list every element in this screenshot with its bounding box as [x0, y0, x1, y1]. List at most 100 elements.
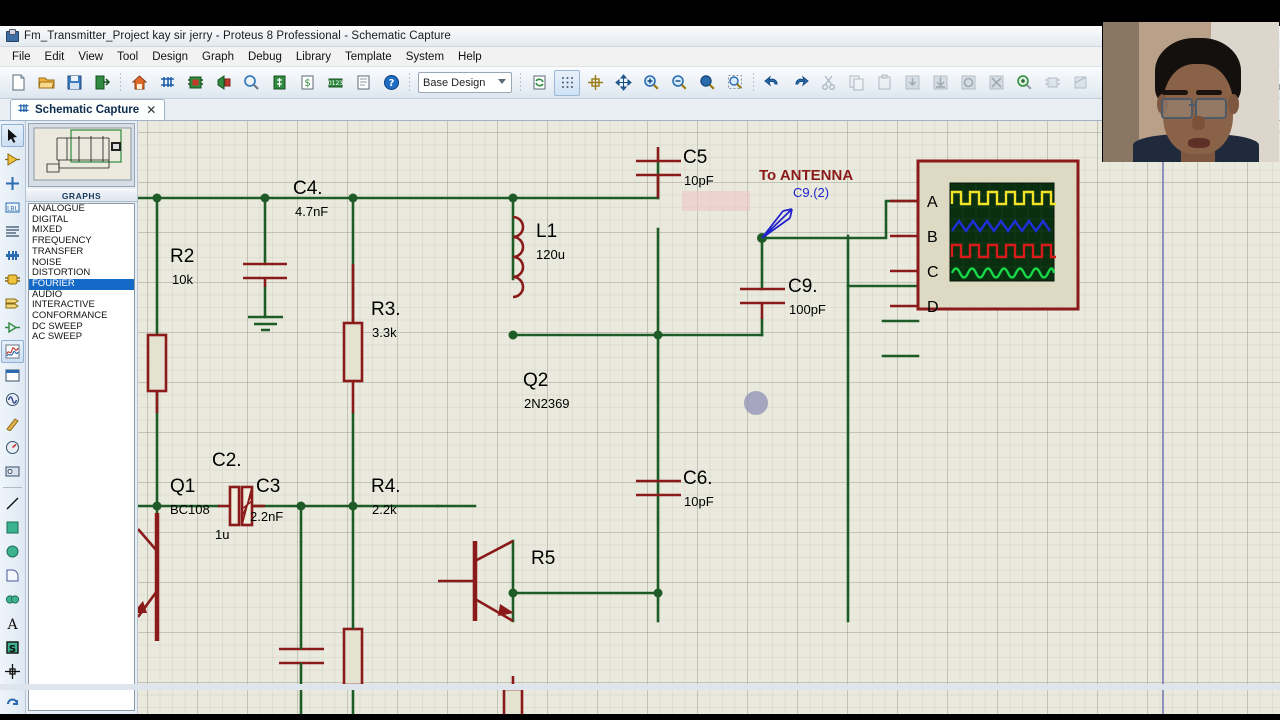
bill-of-materials-icon[interactable]	[266, 70, 292, 96]
subcircuit-icon[interactable]	[1, 268, 24, 291]
zoom-area-icon[interactable]	[722, 70, 748, 96]
selection-mode-icon[interactable]	[1, 124, 24, 147]
import-export-icon[interactable]	[89, 70, 115, 96]
origin-icon[interactable]	[582, 70, 608, 96]
copy-icon[interactable]	[843, 70, 869, 96]
design-select[interactable]: Base Design	[418, 72, 512, 93]
current-probe-icon[interactable]	[1, 436, 24, 459]
graph-item-noise[interactable]: NOISE	[32, 256, 62, 268]
design-explorer-icon[interactable]: $	[294, 70, 320, 96]
block-copy-icon[interactable]	[899, 70, 925, 96]
refresh-icon[interactable]	[526, 70, 552, 96]
device-pin-icon[interactable]	[1, 316, 24, 339]
graph-item-ac-sweep[interactable]: AC SWEEP	[32, 331, 83, 343]
2d-box-icon[interactable]	[1, 516, 24, 539]
component-mode-icon[interactable]	[1, 148, 24, 171]
close-icon[interactable]: ✕	[146, 103, 157, 117]
graph-mode-icon[interactable]	[1, 340, 24, 363]
pick-device-icon[interactable]	[1011, 70, 1037, 96]
pan-icon[interactable]	[610, 70, 636, 96]
component-value-c2: 1u	[215, 527, 230, 542]
graph-item-digital[interactable]: DIGITAL	[32, 213, 69, 225]
tape-recorder-icon[interactable]	[1, 364, 24, 387]
help-icon[interactable]: ?	[378, 70, 404, 96]
zoom-out-icon[interactable]	[666, 70, 692, 96]
graph-item-mixed[interactable]: MIXED	[32, 224, 63, 236]
schematic-overview-preview[interactable]	[28, 123, 135, 187]
2d-text-icon[interactable]: A	[1, 612, 24, 635]
net-tooltip: C9.(2)	[793, 185, 830, 200]
new-sheet-icon[interactable]	[5, 70, 31, 96]
redo-icon[interactable]	[787, 70, 813, 96]
2d-line-icon[interactable]	[1, 492, 24, 515]
virtual-instrument-icon[interactable]	[1, 460, 24, 483]
2d-circle-icon[interactable]	[1, 540, 24, 563]
sheet-boundary	[1162, 121, 1164, 714]
pcb-layout-icon[interactable]	[182, 70, 208, 96]
schematic-drawing	[138, 147, 1080, 714]
cut-icon[interactable]	[815, 70, 841, 96]
graph-item-fourier[interactable]: FOURIER	[29, 278, 134, 290]
2d-arc-icon[interactable]	[1, 564, 24, 587]
wire-label-icon[interactable]: LBL	[1, 196, 24, 219]
title-bar: Fm_Transmitter_Project kay sir jerry - P…	[0, 26, 1280, 47]
toggle-grid-icon[interactable]	[554, 69, 580, 96]
zoom-all-icon[interactable]	[694, 70, 720, 96]
bus-icon[interactable]	[1, 244, 24, 267]
main-toolbar: $ 0123 ? Base Design	[0, 67, 1280, 99]
voltage-probe-icon[interactable]	[1, 412, 24, 435]
graph-item-analogue[interactable]: ANALOGUE	[32, 203, 85, 214]
3d-visualizer-icon[interactable]	[210, 70, 236, 96]
graph-item-interactive[interactable]: INTERACTIVE	[32, 299, 95, 311]
zoom-in-icon[interactable]	[638, 70, 664, 96]
block-move-icon[interactable]	[927, 70, 953, 96]
menu-design[interactable]: Design	[152, 50, 188, 63]
workspace: LBL	[0, 121, 1280, 714]
save-design-icon[interactable]	[61, 70, 87, 96]
menu-graph[interactable]: Graph	[202, 50, 234, 63]
schematic-capture-icon[interactable]	[154, 70, 180, 96]
terminals-icon[interactable]	[1, 292, 24, 315]
menu-library[interactable]: Library	[295, 50, 332, 63]
make-device-icon[interactable]	[1039, 70, 1065, 96]
rotate-cw-icon[interactable]	[1, 692, 24, 714]
chevron-down-icon	[498, 79, 506, 84]
component-ref-r4: R4.	[371, 476, 401, 497]
menu-edit[interactable]: Edit	[44, 50, 65, 63]
tab-schematic-capture[interactable]: Schematic Capture ✕	[10, 99, 166, 120]
menu-system[interactable]: System	[405, 50, 445, 63]
symbol-icon[interactable]: S	[1, 636, 24, 659]
graph-item-conformance[interactable]: CONFORMANCE	[32, 310, 108, 322]
graph-item-audio[interactable]: AUDIO	[32, 288, 63, 300]
home-page-icon[interactable]	[126, 70, 152, 96]
graph-item-dc-sweep[interactable]: DC SWEEP	[32, 320, 83, 332]
block-rotate-icon[interactable]	[955, 70, 981, 96]
junction-dot-icon[interactable]	[1, 172, 24, 195]
svg-text:$: $	[304, 78, 310, 89]
graphs-list[interactable]: ANALOGUE DIGITAL MIXED FREQUENCY TRANSFE…	[28, 203, 135, 711]
schematic-canvas[interactable]: C4. 4.7nF R2 10k C2. 1u R3. 3.3k L1 120u…	[138, 121, 1280, 714]
new-sheet2-icon[interactable]	[350, 70, 376, 96]
2d-path-icon[interactable]	[1, 588, 24, 611]
graph-item-frequency[interactable]: FREQUENCY	[32, 235, 92, 247]
graph-item-transfer[interactable]: TRANSFER	[32, 245, 84, 257]
menu-view[interactable]: View	[78, 50, 104, 63]
menu-template[interactable]: Template	[345, 50, 392, 63]
block-delete-icon[interactable]	[983, 70, 1009, 96]
paste-icon[interactable]	[871, 70, 897, 96]
menu-debug[interactable]: Debug	[247, 50, 282, 63]
svg-text:S: S	[9, 644, 16, 655]
menu-help[interactable]: Help	[458, 50, 482, 63]
generator-icon[interactable]	[1, 388, 24, 411]
open-design-icon[interactable]	[33, 70, 59, 96]
menu-file[interactable]: File	[12, 50, 31, 63]
source-code-icon[interactable]	[238, 70, 264, 96]
packaging-tool-icon[interactable]	[1067, 70, 1093, 96]
menu-tool[interactable]: Tool	[117, 50, 139, 63]
undo-icon[interactable]	[759, 70, 785, 96]
marker-icon[interactable]	[1, 660, 24, 683]
webcam-nose	[1192, 116, 1205, 130]
graph-item-distortion[interactable]: DISTORTION	[32, 267, 91, 279]
project-notes-icon[interactable]: 0123	[322, 70, 348, 96]
text-script-icon[interactable]	[1, 220, 24, 243]
